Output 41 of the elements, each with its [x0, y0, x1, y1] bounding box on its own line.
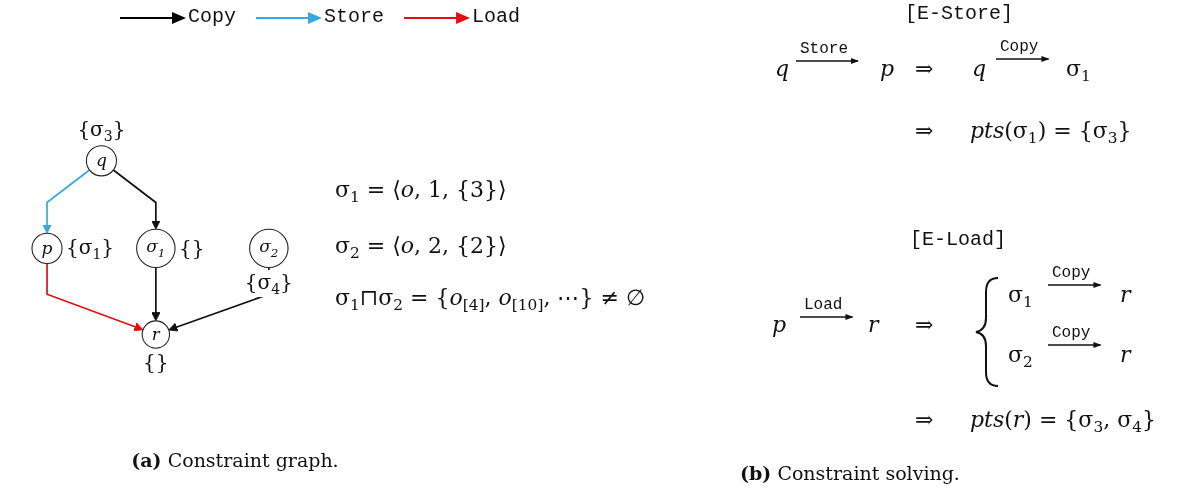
formula-text: ⇒	[915, 56, 934, 81]
formula-text: σ$_{2}$ = ⟨o, 2, {2}⟩	[335, 233, 507, 263]
node-circle: σ$_{2}$	[249, 228, 289, 269]
rule-name: [E-Store]	[905, 2, 1014, 25]
node-circle: σ$_{1}$	[136, 228, 176, 269]
node-annotation: {σ$_{4}$}	[244, 269, 293, 297]
formula-text: σ$_{1}$⊓σ$_{2}$ = {o$_{[4]}$, o$_{[10]}$, ⋯} ≠ ∅	[335, 285, 645, 315]
arrow	[46, 262, 144, 332]
arrow	[42, 169, 91, 234]
arrow	[151, 266, 161, 322]
formula-text: σ$_{1}$ = ⟨o, 1, {3}⟩	[335, 177, 507, 207]
formula-text: r	[868, 312, 879, 337]
caption: (b) Constraint solving.	[740, 462, 960, 484]
node-circle: p	[31, 232, 63, 264]
formula-text: q	[972, 56, 987, 81]
formula-text: σ$_{2}$	[1008, 342, 1033, 372]
legend-label: Copy	[188, 5, 236, 28]
formula-text: σ$_{1}$	[1066, 56, 1091, 86]
formula-text: p	[880, 56, 895, 81]
rule-name: [E-Load]	[910, 228, 1006, 251]
arrow-label: Store	[800, 40, 848, 58]
formula-text: ⇒	[915, 118, 934, 143]
arrow-label: Copy	[1052, 264, 1091, 282]
caption: (a) Constraint graph.	[131, 449, 339, 471]
arrow-label: Load	[804, 296, 843, 314]
formula-text: r	[1120, 282, 1131, 307]
formula-text: ⇒	[915, 407, 934, 432]
node-circle: r	[141, 320, 171, 349]
arrow	[112, 169, 161, 230]
formula-text: p	[772, 312, 787, 337]
node-circle: q	[85, 145, 117, 177]
formula-text: pts(r) = {σ$_{3}$, σ$_{4}$}	[970, 407, 1156, 437]
formula-text: pts(σ$_{1}$) = {σ$_{3}$}	[970, 118, 1132, 148]
arrow-label: Copy	[1052, 324, 1091, 342]
arrow-label: Copy	[1000, 38, 1039, 56]
legend-label: Store	[324, 5, 385, 28]
formula-text: r	[1120, 342, 1131, 367]
formula-text: ⇒	[915, 312, 934, 337]
formula-text: q	[775, 56, 790, 81]
formula-text: σ$_{1}$	[1008, 282, 1033, 312]
legend-label: Load	[472, 5, 521, 28]
